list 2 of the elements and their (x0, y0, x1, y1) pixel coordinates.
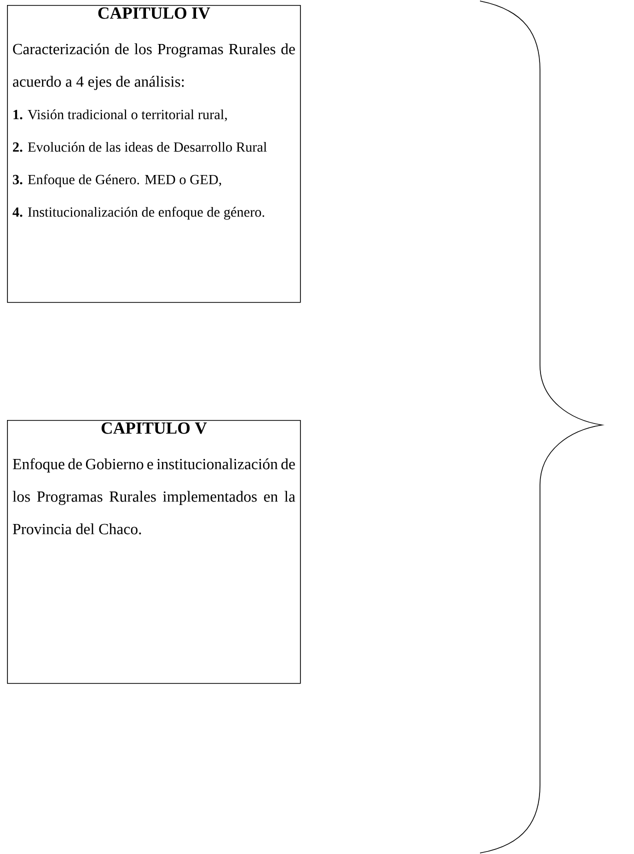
chapter-box: CAPITULO IV Caracterización de los Programas Rurales de acuerdo a 4 ejes de análisis: 1. Visión tradicional o territorial rural, 2. Evolución de las ideas de Desarrollo Rural 3. Enfoque de Género. MED o GED, 4. Institucionalización de enfoque de género. (7, 5, 301, 303)
chapter-box: CAPITULO V Enfoque de Gobierno e institucionalización de los Programas Rurales implementados en la Provincia del Chaco. (7, 420, 301, 684)
